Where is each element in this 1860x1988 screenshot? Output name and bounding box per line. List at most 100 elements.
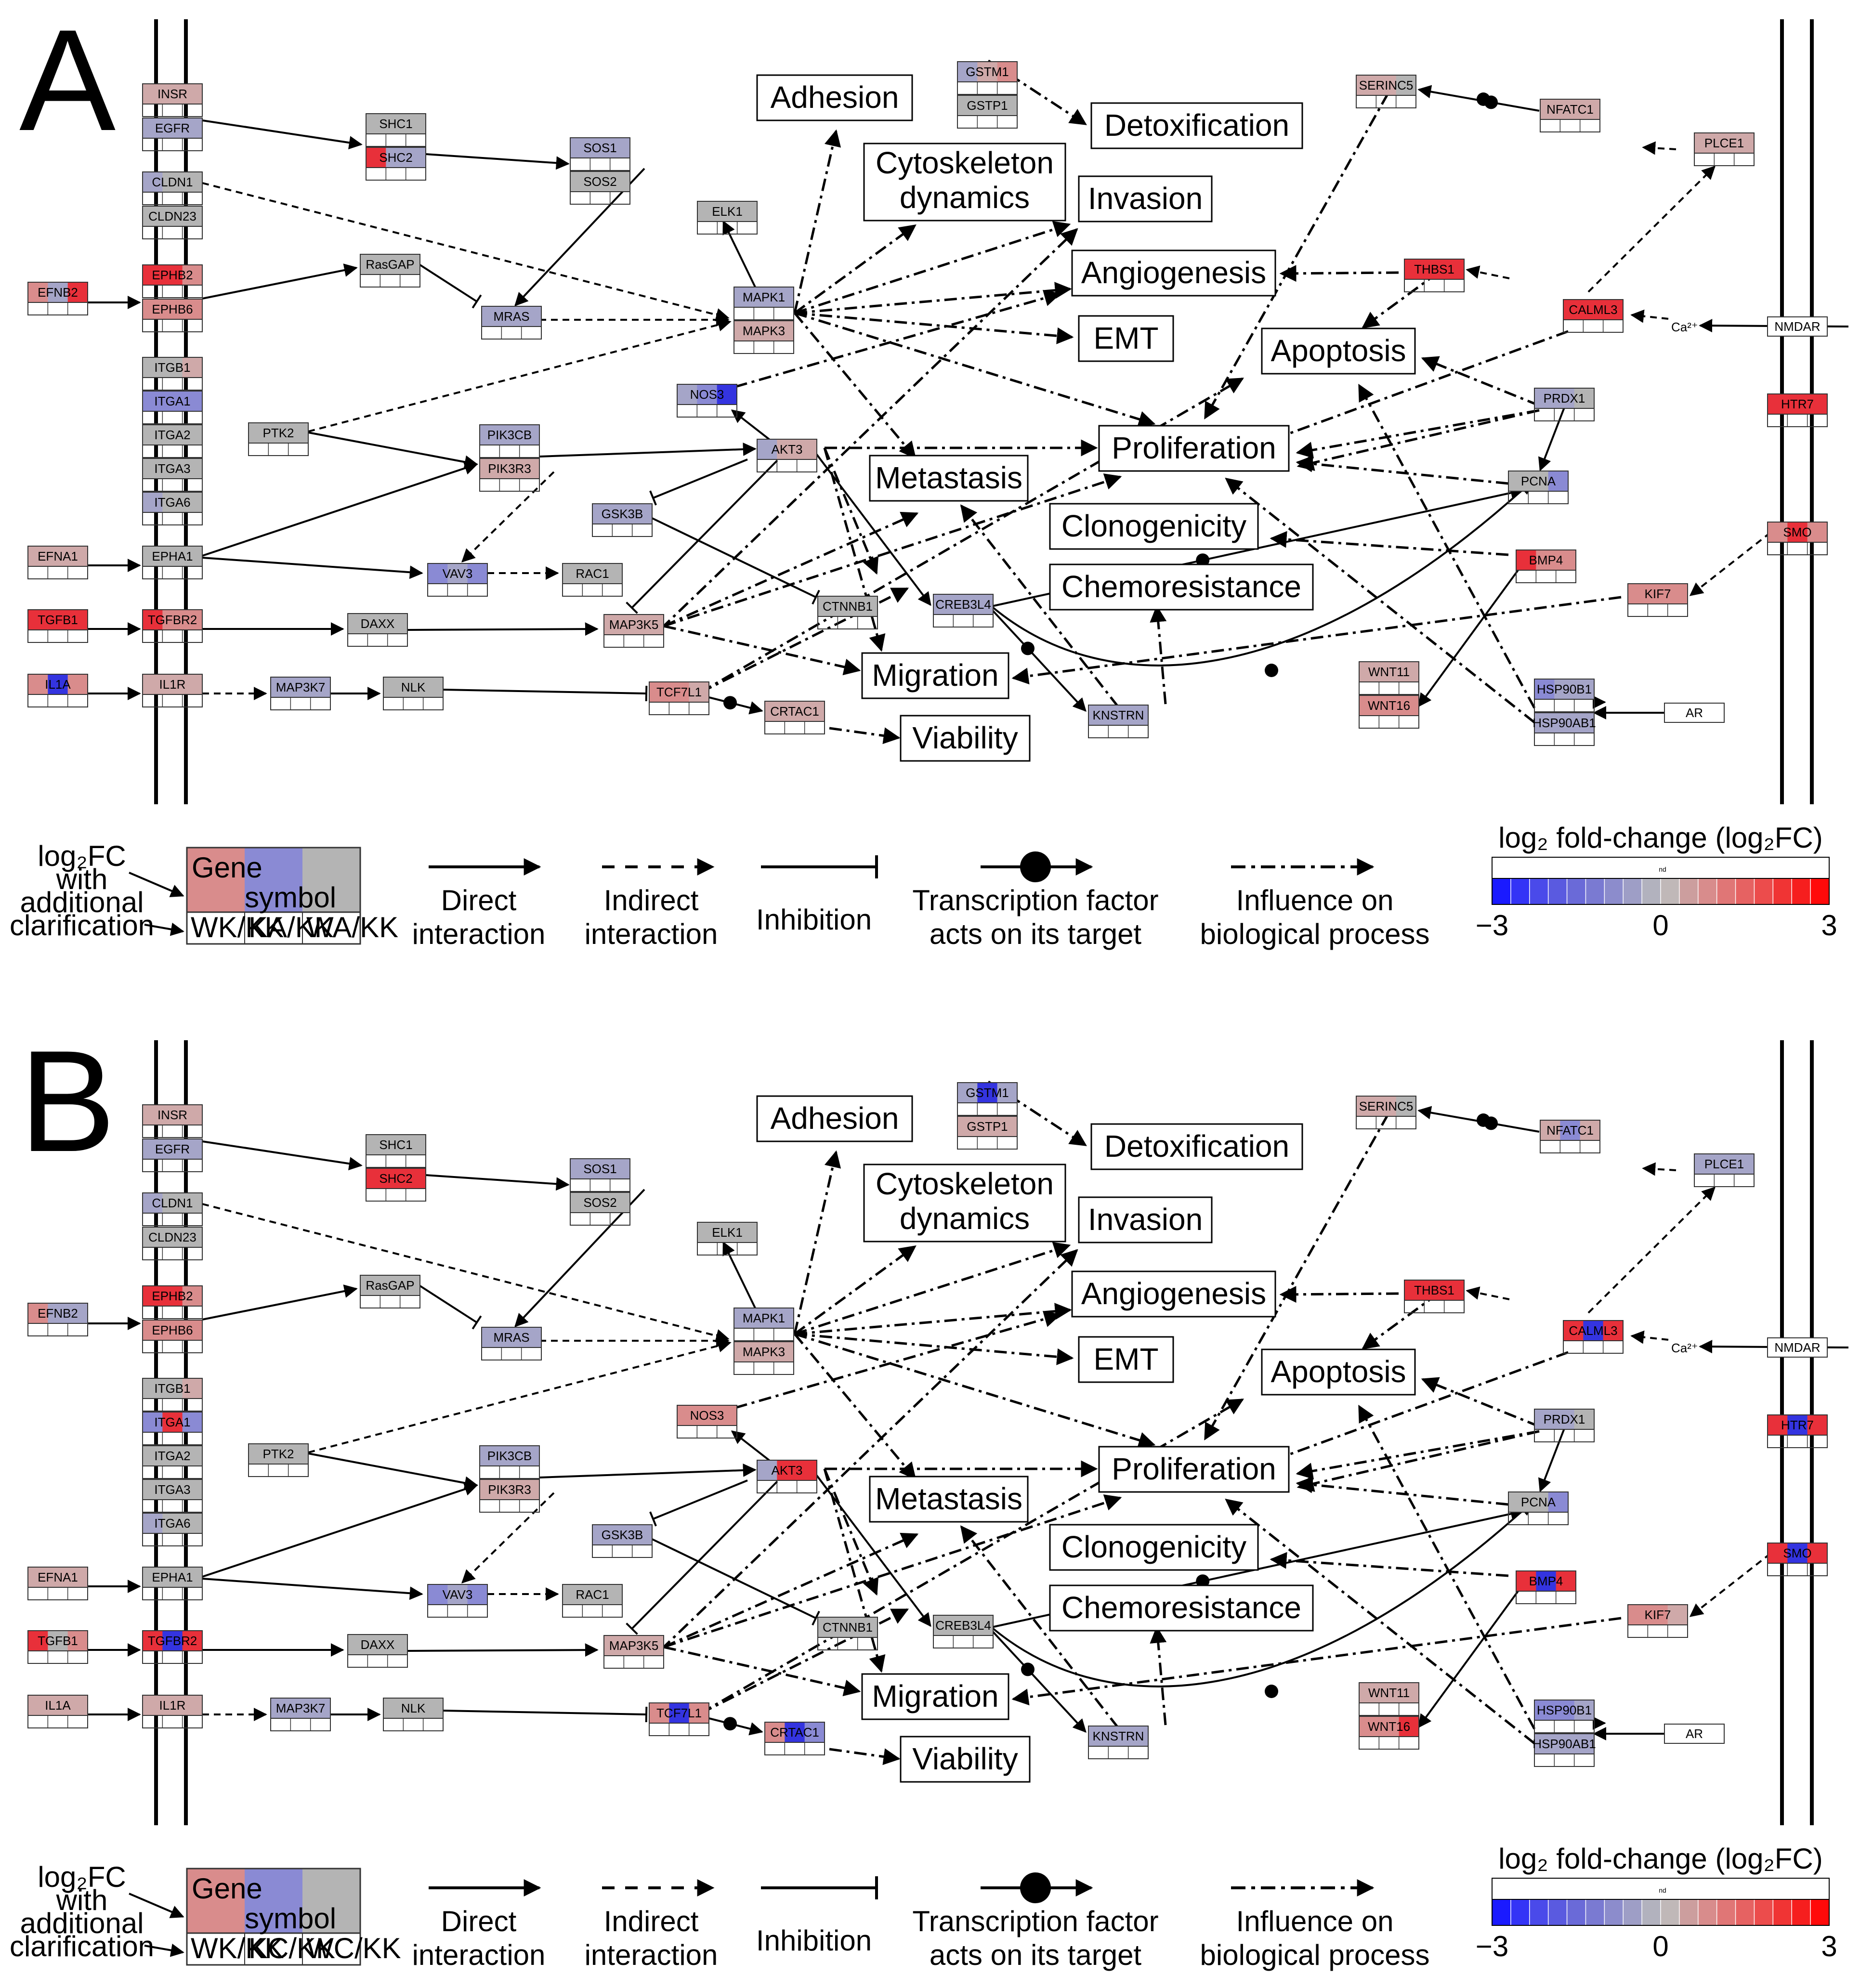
gene-color-cell (480, 1446, 500, 1466)
gene-label: HSP90B1 (1537, 1703, 1592, 1717)
legend-inhibition-label: Inhibition (756, 903, 872, 936)
process-frame (1098, 425, 1290, 472)
direct-edge (1418, 1590, 1519, 1728)
gene-color-cell (162, 1320, 183, 1340)
gene-color-cell (997, 95, 1018, 116)
process-frame (1261, 327, 1416, 375)
gene-color-cell (1648, 584, 1668, 604)
gene-box-mapk1: MAPK1 (734, 1308, 794, 1341)
gene-box-crtac1: CRTAC1 (764, 1722, 825, 1755)
gene-label: EPHB2 (152, 268, 193, 282)
gene-frame (1088, 1726, 1149, 1759)
gene-color-cell (1516, 1571, 1536, 1591)
gene-frame (142, 609, 203, 643)
legend-tf-dot (1020, 851, 1051, 882)
legend-scale-cell (1604, 1899, 1624, 1926)
gene-frame (27, 1630, 88, 1664)
direct-edge (425, 153, 570, 170)
gene-color-cell (348, 1635, 368, 1655)
gene-color-cell (1563, 1321, 1584, 1341)
gene-color-cell (162, 1446, 183, 1466)
gene-frame (1563, 299, 1624, 333)
gene-box-wnt11: WNT11 (1359, 1682, 1419, 1716)
gene-color-cell (367, 614, 388, 634)
inhibition-bar (645, 685, 648, 702)
gene-color-cell (804, 1722, 825, 1742)
gene-label: INSR (157, 87, 187, 101)
legend-comparison: KC/KK (249, 1932, 335, 1964)
direct-edge (202, 1578, 423, 1600)
process-frame (900, 1736, 1031, 1783)
gene-label: HSP90AB1 (1533, 716, 1596, 730)
gene-color-cell (602, 1584, 623, 1605)
inhibition-edge (631, 1480, 778, 1630)
gene-label: GSTP1 (967, 98, 1008, 113)
gene-color-cell (1768, 1543, 1788, 1563)
gene-color-cell (1534, 1734, 1555, 1754)
process-label: Migration (872, 658, 998, 693)
gene-color-cell (482, 1327, 502, 1347)
calcium-label: Ca²⁺ (1671, 320, 1698, 334)
tf-edge (988, 606, 1087, 712)
gene-box-thbs1: THBS1 (1404, 259, 1465, 292)
gene-frame (142, 299, 203, 332)
gene-frame (1359, 1682, 1419, 1716)
gene-label: TCF7L1 (656, 685, 702, 699)
gene-color-cell (592, 1525, 613, 1545)
gene-color-cell (519, 1446, 540, 1466)
legend-nd: nd (1659, 1886, 1666, 1894)
inhibition-edge (443, 1710, 647, 1715)
gene-color-cell (406, 114, 426, 134)
gene-color-cell (689, 1703, 709, 1723)
legend-scale-cell (1754, 878, 1774, 905)
gene-box-ptk2: PTK2 (248, 1443, 309, 1477)
gene-color-cell (785, 1722, 805, 1742)
gene-color-cell (482, 306, 502, 327)
gene-color-cell (785, 701, 805, 721)
gene-color-cell (838, 596, 858, 616)
gene-box-egfr: EGFR (142, 1138, 203, 1172)
gene-color-cell (697, 1222, 718, 1242)
gene-frame (1540, 1120, 1600, 1153)
gene-color-cell (697, 201, 718, 222)
gene-color-cell (1556, 550, 1576, 570)
gene-frame (142, 1104, 203, 1138)
gene-color-cell (592, 504, 613, 524)
gene-label: EPHB6 (152, 1323, 193, 1337)
gene-color-cell (1667, 1605, 1688, 1625)
gene-color-cell (1768, 522, 1788, 542)
process-label: Cytoskeleton (876, 1166, 1054, 1201)
gene-color-cell (973, 1615, 994, 1635)
gene-frame (1404, 1280, 1465, 1313)
gene-color-cell (1540, 99, 1560, 119)
process-edge (794, 1242, 1071, 1335)
gene-color-cell (143, 492, 163, 512)
gene-color-cell (406, 1168, 426, 1189)
gene-label: HSP90B1 (1537, 682, 1592, 696)
gene-color-cell (182, 546, 203, 566)
gene-label: CREB3L4 (935, 1618, 991, 1633)
gene-box-sos1: SOS1 (570, 137, 630, 171)
gene-color-cell (249, 423, 269, 443)
gene-label: IL1A (45, 677, 71, 692)
process-edge (823, 447, 879, 575)
gene-color-cell (677, 1405, 697, 1426)
gene-color-cell (777, 439, 798, 459)
gene-color-cell (1424, 1280, 1445, 1300)
gene-color-cell (997, 1083, 1018, 1103)
gene-frame (142, 118, 203, 151)
process-label: Adhesion (771, 1101, 899, 1136)
gene-box-shc1: SHC1 (366, 1134, 426, 1168)
gene-box-nos3: NOS3 (677, 1405, 737, 1439)
gene-box-nos3: NOS3 (677, 384, 737, 418)
legend-comparison: KA/KK (249, 911, 334, 943)
process-frame (869, 1476, 1029, 1523)
gene-box-pcna: PCNA (1508, 471, 1569, 504)
gene-color-cell (67, 1631, 88, 1651)
legend-scale-cell (1791, 878, 1811, 905)
process-chemoresistance: Chemoresistance (1049, 563, 1314, 611)
process-edge (1204, 1113, 1389, 1441)
gene-frame (479, 424, 540, 458)
gene-color-cell (162, 206, 183, 226)
gene-box-sos1: SOS1 (570, 1158, 630, 1192)
